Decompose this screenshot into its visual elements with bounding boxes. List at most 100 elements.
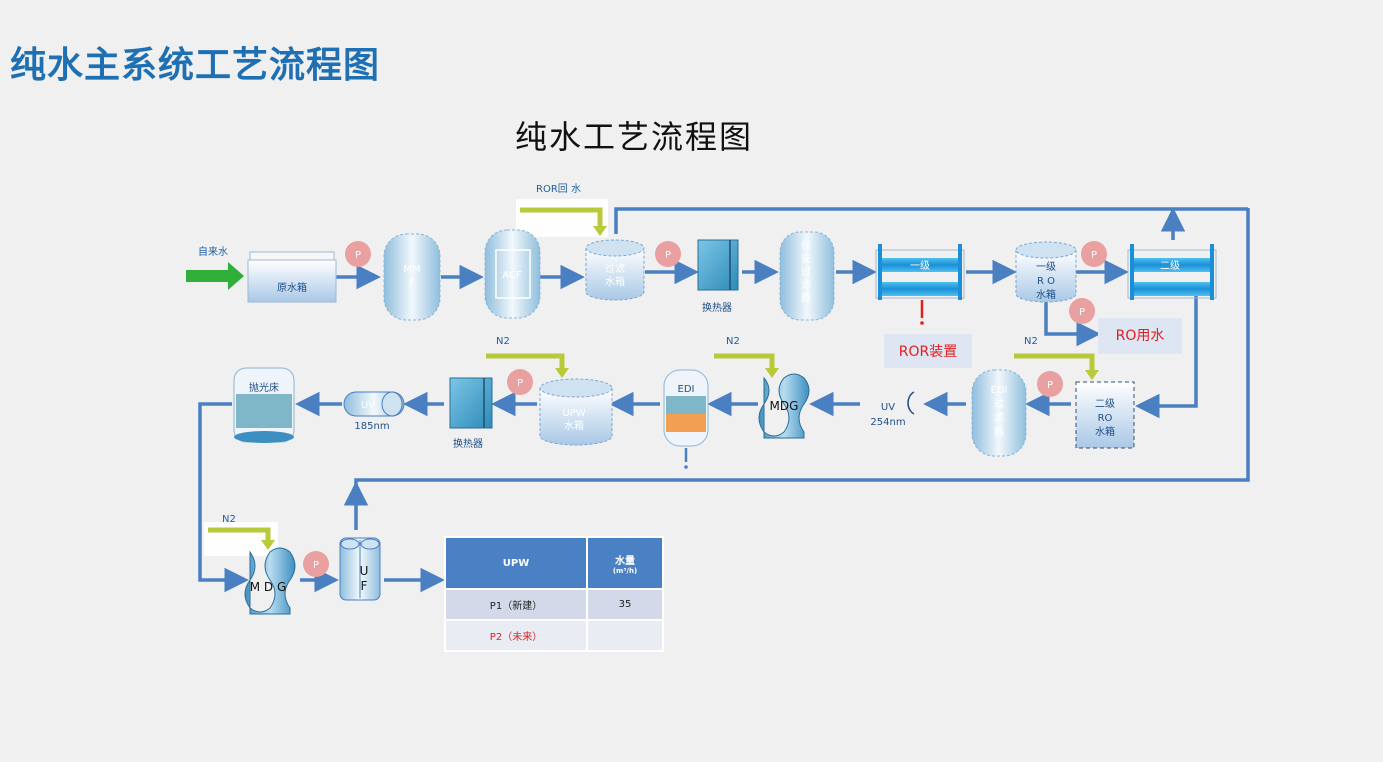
heat-exchanger-2-label: 换热器 [453,437,483,450]
ro1-water-tank [1015,241,1077,303]
table-row: P2（未来） [444,619,664,652]
mmf-vessel [383,233,441,321]
mdg-1-label: MDG [770,399,799,413]
upw-flow-table: UPW 水量 (m³/h) P1（新建） 35 P2（未来） [444,536,664,652]
polisher-label: 抛光床 [249,381,279,394]
security-filter-label-5: 器 [801,292,811,304]
table-header-flow: 水量 (m³/h) [586,536,664,590]
n2-arrow-3 [486,353,569,378]
mmf-label-line2: F [409,277,415,288]
table-row: P1（新建） 35 [444,588,664,621]
heat-exchanger-1-label: 换热器 [702,301,732,314]
pump-4-label: P [1079,307,1085,318]
ro2-water-tank [1075,381,1135,449]
diagram-title: 纯水工艺流程图 [515,118,754,156]
uv185-label-2: 185nm [354,421,389,432]
ro2-label: 二级 [1160,260,1180,272]
table-cell-value [586,619,664,652]
uf-label-2: F [361,579,368,593]
security-filter-label-1: 保 [801,239,811,252]
pump-6: P [507,369,533,395]
security-filter-label-2: 安 [801,252,811,265]
ro-water-box [1098,318,1182,354]
ro1-tank-label-3: 水箱 [1036,288,1056,301]
polisher-bed [233,367,295,443]
heat-exchanger-2 [449,377,493,429]
n2-arrow-2 [714,353,779,378]
pipes [198,207,1250,593]
security-filter-label-3: 过 [801,265,811,278]
feed-water-label: 自来水 [198,245,228,258]
raw-water-tank-label: 原水箱 [277,281,307,294]
uv254-label-2: 254nm [870,417,905,428]
ror-return-label: ROR回 水 [536,183,581,195]
uv254-lamp-icon [907,391,915,415]
pump-5: P [1037,371,1063,397]
mmf-label-line1: MM [403,264,420,275]
n2-arrow-1 [1014,353,1099,380]
mdg-1 [758,373,810,439]
table-cell-name: P1（新建） [444,588,588,621]
n2-arrow-4 [204,522,278,556]
ror-return-arrow [516,199,608,237]
pump-2-label: P [665,250,671,261]
upw-tank-label-2: 水箱 [564,419,584,432]
mdg-2-label: M D G [250,580,287,594]
pump-1-label: P [355,250,361,261]
n2-label-3: N2 [496,336,510,347]
edi-filter-label-2: 过 [994,397,1004,410]
n2-label-1: N2 [1024,336,1038,347]
ro2-tank-label-1: 二级 [1095,398,1115,410]
filter-water-tank-label-1: 过滤 [605,262,625,275]
table-cell-value: 35 [586,588,664,621]
pump-7: P [303,551,329,577]
edi-unit [663,369,709,469]
acf-label: ACF [502,270,522,281]
ro1-tank-label-2: R O [1037,276,1055,287]
ro1-unit [875,244,965,325]
pump-6-label: P [517,378,523,389]
table-header-upw: UPW [444,536,588,590]
uf-label-1: U [360,564,369,578]
ro2-tank-label-2: RO [1098,413,1113,424]
security-filter [779,231,835,321]
edi-filter [971,369,1027,457]
edi-filter-label-4: 器 [994,426,1004,438]
ro1-label: 一级 [910,260,930,272]
pump-7-label: P [313,560,319,571]
n2-label-2: N2 [726,336,740,347]
acf-vessel [484,229,541,319]
feed-arrow [186,262,244,290]
pump-4: P [1069,298,1095,324]
ro1-tank-label-1: 一级 [1036,261,1056,273]
pump-1: P [345,241,371,267]
uv185-label-1: UV [361,400,375,411]
upw-tank-label-1: UPW [562,408,585,419]
raw-water-tank [247,251,337,303]
security-filter-label-4: 滤 [801,278,811,291]
page-title: 纯水主系统工艺流程图 [10,45,381,86]
ro2-tank-label-3: 水箱 [1095,425,1115,438]
n2-label-4: N2 [222,514,236,525]
uf-unit [339,537,381,601]
table-header-flow-label: 水量 [615,555,635,567]
upw-water-tank [539,378,613,446]
pump-5-label: P [1047,380,1053,391]
mdg-2 [244,547,296,615]
table-header-flow-unit: (m³/h) [612,566,638,575]
ro-water-label: RO用水 [1116,328,1165,344]
uv185-lamp [343,391,405,417]
pump-3-label: P [1091,250,1097,261]
edi-filter-label-3: 滤 [994,411,1004,424]
edi-filter-label-1: EDI [991,385,1008,396]
filter-water-tank-label-2: 水箱 [605,275,625,288]
uv254-label-1: UV [881,402,895,413]
ror-unit-box [884,334,972,368]
ror-unit-label: ROR装置 [899,344,957,360]
edi-label: EDI [678,384,695,395]
ro2-unit [1127,244,1217,300]
pump-2: P [655,241,681,267]
heat-exchanger-1 [697,239,739,291]
filter-water-tank [585,239,645,301]
